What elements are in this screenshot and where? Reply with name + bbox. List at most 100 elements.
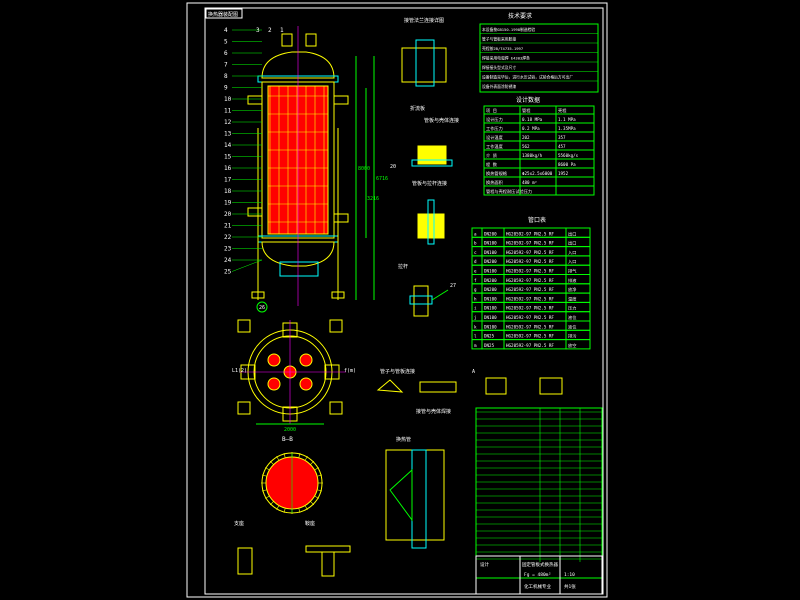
plan-label-left: L1(2)	[232, 368, 247, 374]
part-number-20: 20	[224, 211, 232, 218]
part-number-14: 14	[224, 142, 232, 149]
nozzle-row-text: HG20592-97 PN2.5 RF	[506, 259, 554, 264]
detail-12-saddle-web	[321, 551, 335, 577]
tech-req-row: 本设备按GB150-1998制造检验	[482, 27, 535, 32]
nozzle-row-text: 排污	[568, 333, 576, 340]
tech-req-row: 焊接采用电弧焊 E4303焊条	[482, 56, 530, 61]
nozzle-row-text: b	[474, 241, 477, 246]
nozzle-row-text: DN200	[484, 231, 497, 236]
tech-req-row: 管子与管板采用胀接	[482, 37, 516, 42]
part-number-5: 5	[224, 39, 228, 46]
nozzle-row-text: a	[474, 231, 477, 236]
top-head	[261, 51, 335, 79]
part-number-7: 7	[224, 62, 228, 69]
detail-10-shape	[539, 377, 563, 395]
tech-req-row: 设备制造完毕后，进行水压试验，试验合格后方可出厂	[482, 75, 573, 80]
design-row-text: 1.1 MPa	[558, 117, 576, 122]
nozzle-table-title: 管口表	[528, 216, 546, 224]
nozzle-row-text: HG20592-97 PN2.5 RF	[506, 278, 554, 283]
section-bb-tick	[276, 505, 280, 510]
design-row-text: 换热管规格	[486, 170, 508, 177]
nozzle-row-text: DN100	[484, 324, 497, 329]
nozzle-row-text: f	[474, 278, 477, 283]
section-bb-tick	[261, 489, 267, 492]
nozzle-row-text: l	[474, 334, 477, 339]
nozzle-row-text: c	[474, 250, 477, 255]
detail-6-leader	[431, 289, 449, 301]
section-bb-tick	[310, 501, 315, 506]
section-bb-tick	[265, 467, 270, 471]
plan-support-1	[329, 319, 343, 333]
section-bb-tick	[269, 501, 274, 506]
nozzle-row-text: HG20592-97 PN2.5 RF	[506, 324, 554, 329]
design-row-text: 程 数	[486, 161, 498, 168]
detail-1-body	[401, 47, 447, 83]
part-number-22: 22	[224, 234, 232, 241]
nozzle-row-text: g	[474, 287, 477, 292]
tech-req-row: 焊接接头型式及尺寸	[482, 65, 516, 70]
detail-4-rod	[427, 199, 435, 245]
side-nozzle-left-top	[247, 95, 263, 105]
nozzle-row-text: DN25	[484, 334, 495, 339]
detail-5-bolt	[413, 285, 429, 317]
parts-list	[475, 407, 603, 579]
design-row-cell	[555, 176, 595, 187]
detail-label-12: 鞍座	[305, 520, 315, 527]
title-stamp-box	[205, 8, 243, 19]
detail-7-shape	[376, 379, 404, 393]
design-row-text: 介 质	[486, 152, 497, 159]
part-number-21: 21	[224, 223, 232, 230]
tech-req-row: 设备外表面涂防锈漆	[482, 84, 516, 89]
detail-label-9: 支座	[234, 520, 244, 527]
detail-3-num: 20	[390, 164, 396, 170]
title-sheet: 共1张	[564, 583, 576, 590]
nozzle-row-text: 排液	[568, 277, 577, 284]
dim-text-2: 3216	[367, 196, 379, 202]
section-bb-tick	[298, 452, 301, 458]
nozzle-row-text: HG20592-97 PN2.5 RF	[506, 343, 554, 348]
part-number-23: 23	[224, 246, 232, 253]
design-header-text: 项 目	[486, 108, 497, 114]
nozzle-row-text: HG20592-97 PN2.5 RF	[506, 306, 554, 311]
plan-label-right: f(m)	[344, 368, 356, 374]
detail-label-1: 接管法兰连接详图	[404, 17, 444, 24]
detail-label-4: 管板与拉杆连接	[412, 180, 447, 187]
part-number-6: 6	[224, 50, 228, 57]
side-nozzle-right-bottom	[333, 213, 349, 223]
section-bb-tick	[298, 508, 301, 514]
section-bb-tick	[276, 456, 280, 461]
nozzle-row-text: 出口	[568, 240, 576, 247]
part-number-top-2: 2	[268, 27, 272, 34]
plan-dim-text: 2000	[284, 427, 296, 433]
plan-red-nozzle-1	[299, 353, 313, 367]
nozzle-row-text: DN100	[484, 241, 497, 246]
design-row-text: 1.35MPa	[558, 126, 576, 131]
nozzle-row-text: 放净	[568, 286, 576, 293]
nozzle-row-text: HG20592-97 PN2.5 RF	[506, 334, 554, 339]
part-number-19: 19	[224, 200, 232, 207]
design-row-text: 工作温度	[486, 143, 504, 150]
nozzle-row-text: k	[474, 324, 477, 329]
section-bb-tick	[304, 456, 308, 461]
design-header-text: 壳程	[558, 107, 567, 114]
nozzle-row-text: i	[474, 306, 477, 311]
detail-label-10: 接管与壳体焊接	[416, 408, 451, 415]
detail-9-support	[237, 547, 253, 575]
part-number-16: 16	[224, 165, 232, 172]
detail-5-nut	[409, 295, 433, 305]
part-number-24: 24	[224, 257, 232, 264]
nozzle-row-text: HG20592-97 PN2.5 RF	[506, 250, 554, 255]
part-number-9: 9	[224, 85, 228, 92]
section-bb-tick	[283, 452, 286, 458]
section-bb-tick	[269, 460, 274, 465]
design-row-text: 工作压力	[486, 125, 503, 132]
detail-label-7: 管子与管板连接	[380, 368, 415, 375]
nozzle-row-text: 排气	[568, 268, 577, 275]
nozzle-row-text: 放空	[568, 342, 576, 349]
plan-support-2	[237, 401, 251, 415]
nozzle-row-text: HG20592-97 PN2.5 RF	[506, 241, 554, 246]
section-bb-tick	[314, 467, 319, 471]
part-leader	[231, 259, 263, 272]
